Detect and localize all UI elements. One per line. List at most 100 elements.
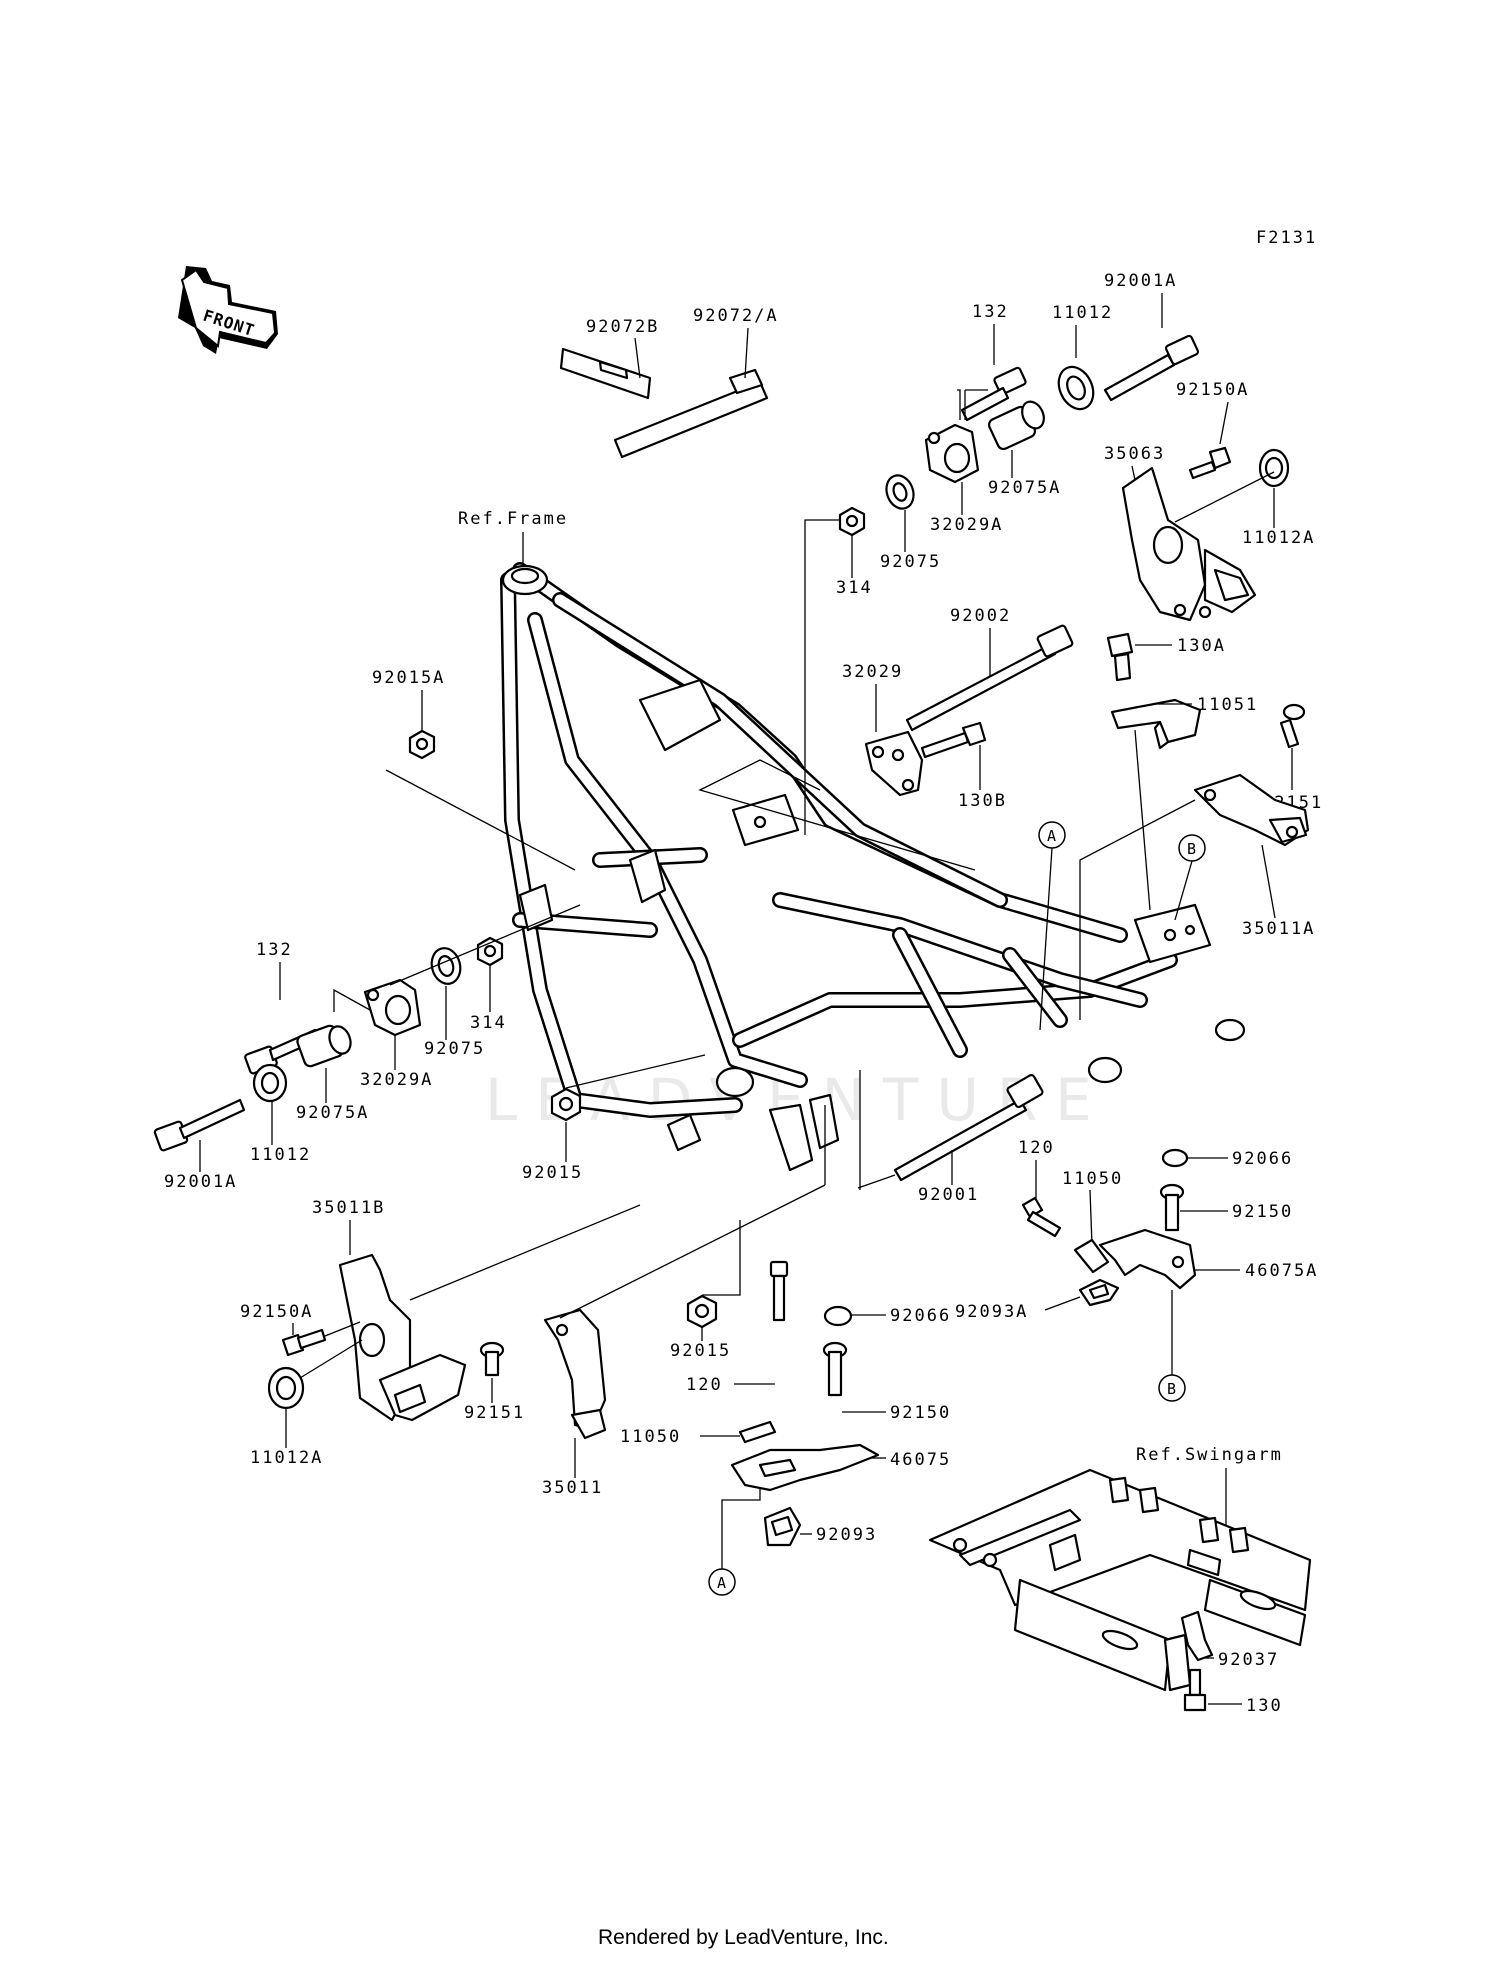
label-92093A: 92093A [955, 1302, 1028, 1322]
label-11050-right: 11050 [1062, 1169, 1123, 1189]
bushing-92075-left [430, 947, 462, 985]
callout-b-lower: B [1158, 1374, 1186, 1402]
seat-92093A [1078, 1278, 1120, 1307]
nut-92015-bottom [686, 1294, 718, 1329]
bracket-35011 [543, 1308, 607, 1440]
label-46075: 46075 [890, 1450, 951, 1470]
ref-frame-label: Ref.Frame [458, 509, 568, 529]
svg-text:A: A [717, 1574, 726, 1592]
label-92150-bottom: 92150 [890, 1403, 951, 1423]
label-92150-right: 92150 [1232, 1202, 1293, 1222]
bolt-130 [1183, 1668, 1207, 1712]
label-130B: 130B [958, 791, 1007, 811]
label-92093: 92093 [816, 1525, 877, 1545]
bolt-92002 [905, 624, 1074, 732]
bracket-46075 [730, 1443, 880, 1492]
label-92075-left: 92075 [424, 1039, 485, 1059]
bolt-92150-bottom [822, 1341, 848, 1397]
bolt-92001 [893, 1073, 1044, 1182]
clip-11050-right [1073, 1238, 1110, 1274]
washer-11012-left [252, 1063, 288, 1103]
label-92015-bottom: 92015 [670, 1341, 731, 1361]
washer-11012A-left [267, 1366, 305, 1410]
label-92151-left: 92151 [464, 1403, 525, 1423]
footer-credit: Rendered by LeadVenture, Inc. [598, 1926, 889, 1949]
bracket-46075A [1098, 1228, 1197, 1290]
callout-b-frame: B [1174, 834, 1206, 921]
label-11012-left: 11012 [250, 1145, 311, 1165]
ref-swingarm-label: Ref.Swingarm [1136, 1445, 1283, 1465]
label-92015-left: 92015 [522, 1163, 583, 1183]
nut-92015A [408, 729, 436, 760]
label-92075-top: 92075 [880, 552, 941, 572]
bolt-120-bottom [769, 1260, 789, 1322]
bolt-92150A-left [281, 1328, 327, 1357]
label-32029A-top: 32029A [930, 515, 1003, 535]
bracket-35011A [1193, 773, 1310, 847]
bolt-92150-right [1159, 1183, 1185, 1232]
label-130: 130 [1246, 1696, 1283, 1716]
label-92150A-top: 92150A [1176, 380, 1249, 400]
bolt-92150A-top [1188, 446, 1232, 480]
label-11012-top: 11012 [1052, 303, 1113, 323]
clip-11050-bottom [738, 1420, 777, 1444]
label-35063: 35063 [1104, 444, 1165, 464]
cover-35063 [1121, 466, 1257, 622]
callout-a-lower: A [708, 1568, 736, 1596]
bolt-92001A-left [153, 1098, 246, 1152]
cap-92066-bottom [823, 1305, 853, 1327]
bolt-130B [920, 721, 987, 759]
bracket-32029A-top [924, 423, 980, 484]
label-11012A-left: 11012A [250, 1448, 323, 1468]
bolt-130A [1106, 632, 1134, 682]
label-132-left: 132 [256, 940, 293, 960]
bolt-92151-right [1279, 703, 1306, 749]
bracket-11051 [1110, 698, 1202, 750]
label-92001A-top: 92001A [1104, 271, 1177, 291]
label-92001: 92001 [918, 1185, 979, 1205]
label-92072A: 92072/A [693, 306, 779, 326]
label-314-top: 314 [836, 578, 873, 598]
cover-35011B [338, 1253, 467, 1422]
pad-92072B [559, 347, 652, 400]
plate-32029 [864, 730, 924, 797]
label-92075A-left: 92075A [296, 1103, 369, 1123]
pad-92072A [613, 368, 769, 459]
label-35011: 35011 [542, 1478, 603, 1498]
diagram-code: F2131 [1256, 228, 1317, 248]
seat-92093 [763, 1506, 802, 1547]
bolt-92151-left [479, 1341, 505, 1377]
bolt-92001A-top [1103, 334, 1200, 402]
nut-314-top [838, 506, 866, 537]
label-11050-bottom: 11050 [620, 1427, 681, 1447]
label-32029: 32029 [842, 662, 903, 682]
label-11051: 11051 [1197, 695, 1258, 715]
label-92037: 92037 [1218, 1650, 1279, 1670]
label-92001A-left: 92001A [164, 1172, 237, 1192]
label-92002: 92002 [950, 606, 1011, 626]
bracket-32029A-left [363, 978, 422, 1037]
bushing-92075A-top [987, 400, 1045, 451]
bolt-120-right [1021, 1196, 1062, 1238]
label-35011A: 35011A [1242, 919, 1315, 939]
label-35011B: 35011B [312, 1198, 385, 1218]
swingarm [928, 1468, 1312, 1692]
nut-92015-left [550, 1087, 582, 1122]
label-130A: 130A [1177, 636, 1226, 656]
nut-314-left [476, 936, 504, 967]
callout-a-frame: A [1038, 821, 1066, 1031]
washer-11012-top [1057, 365, 1095, 411]
clip-92037 [1180, 1610, 1214, 1662]
label-92066-bottom: 92066 [890, 1306, 951, 1326]
front-arrow-icon: FRONT [178, 266, 278, 354]
svg-text:B: B [1167, 1380, 1176, 1398]
label-92072B: 92072B [586, 317, 659, 337]
label-11012A-top: 11012A [1242, 528, 1315, 548]
bushing-92075A-left [296, 1024, 352, 1068]
label-120-bottom: 120 [686, 1375, 723, 1395]
label-92150A-left: 92150A [240, 1302, 313, 1322]
label-92066-right: 92066 [1232, 1149, 1293, 1169]
svg-text:A: A [1047, 827, 1056, 845]
label-132-top: 132 [972, 302, 1009, 322]
